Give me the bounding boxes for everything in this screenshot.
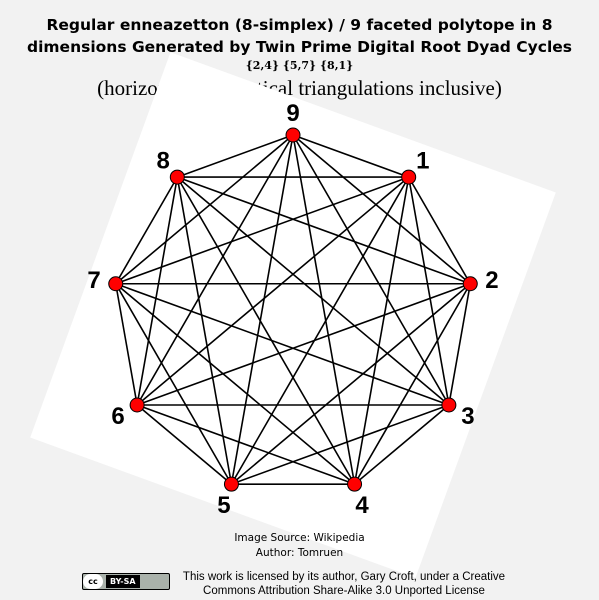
vertex-label-5: 5 xyxy=(217,492,230,519)
edge-6-7 xyxy=(114,283,138,406)
edge-3-8 xyxy=(176,176,450,406)
license-text: This work is licensed by its author, Gar… xyxy=(174,570,514,598)
edge-9-1 xyxy=(292,134,409,178)
vertex-4 xyxy=(347,476,363,492)
vertex-8 xyxy=(169,169,185,185)
edge-9-7 xyxy=(115,134,294,285)
source-line-1: Image Source: Wikipedia xyxy=(234,532,365,544)
edge-1-2 xyxy=(408,176,471,285)
edge-2-8 xyxy=(177,176,471,285)
dyad-cycles: {2,4} {5,7} {8,1} xyxy=(245,59,354,72)
edge-9-3 xyxy=(292,134,450,406)
license-line-1: This work is licensed by its author, Gar… xyxy=(182,571,506,583)
vertex-label-9: 9 xyxy=(286,100,299,127)
diagram-title: Regular enneazetton (8-simplex) / 9 face… xyxy=(0,14,599,58)
edge-7-8 xyxy=(115,176,178,285)
vertex-label-8: 8 xyxy=(156,147,169,174)
edge-3-7 xyxy=(115,282,450,406)
title-line-1: Regular enneazetton (8-simplex) / 9 face… xyxy=(46,16,553,34)
vertex-5 xyxy=(223,476,239,492)
graph-vertex-labels: 9 1 2 3 4 5 6 7 8 xyxy=(87,100,498,519)
edge-3-4 xyxy=(354,404,450,485)
cc-icon: cc xyxy=(83,574,103,589)
vertex-6 xyxy=(129,397,145,413)
edge-5-6 xyxy=(136,404,232,485)
license-line-2: Commons Attribution Share-Alike 3.0 Unpo… xyxy=(203,585,485,597)
edge-4-6 xyxy=(136,404,355,485)
vertex-9 xyxy=(285,127,301,143)
image-source: Image Source: Wikipedia Author: Tomruen xyxy=(0,531,599,561)
edge-1-6 xyxy=(136,176,410,406)
vertex-label-2: 2 xyxy=(485,267,498,294)
vertex-label-7: 7 xyxy=(87,267,100,294)
edge-9-4 xyxy=(292,134,356,485)
vertex-label-4: 4 xyxy=(355,492,369,519)
vertex-label-3: 3 xyxy=(461,403,474,430)
edge-4-7 xyxy=(115,283,356,485)
edge-2-4 xyxy=(353,283,471,485)
edge-2-6 xyxy=(136,282,471,406)
edge-6-8 xyxy=(136,176,179,406)
edge-9-8 xyxy=(177,134,294,178)
edge-5-8 xyxy=(176,176,233,485)
vertex-label-1: 1 xyxy=(416,147,429,174)
cc-license-badge[interactable]: cc BY-SA xyxy=(82,573,170,590)
edge-9-5 xyxy=(230,134,294,485)
vertex-2 xyxy=(462,276,478,292)
edge-1-3 xyxy=(407,176,450,406)
edge-9-6 xyxy=(136,134,294,406)
edge-3-5 xyxy=(231,404,450,485)
vertex-1 xyxy=(401,169,417,185)
edge-1-5 xyxy=(230,176,410,485)
vertex-label-6: 6 xyxy=(111,403,124,430)
title-line-2: dimensions Generated by Twin Prime Digit… xyxy=(27,38,572,56)
by-sa-label: BY-SA xyxy=(106,575,140,588)
edge-1-4 xyxy=(353,176,410,485)
source-line-2: Author: Tomruen xyxy=(255,547,344,559)
edge-9-2 xyxy=(292,134,471,285)
vertex-3 xyxy=(441,397,457,413)
graph-background xyxy=(30,52,556,578)
edge-2-3 xyxy=(448,283,472,406)
edge-4-8 xyxy=(176,176,356,485)
vertex-7 xyxy=(108,276,124,292)
edge-1-7 xyxy=(115,176,409,285)
graph-vertices xyxy=(108,127,478,492)
graph-edges xyxy=(114,134,472,485)
edge-2-5 xyxy=(230,283,471,485)
edge-5-7 xyxy=(115,283,233,485)
